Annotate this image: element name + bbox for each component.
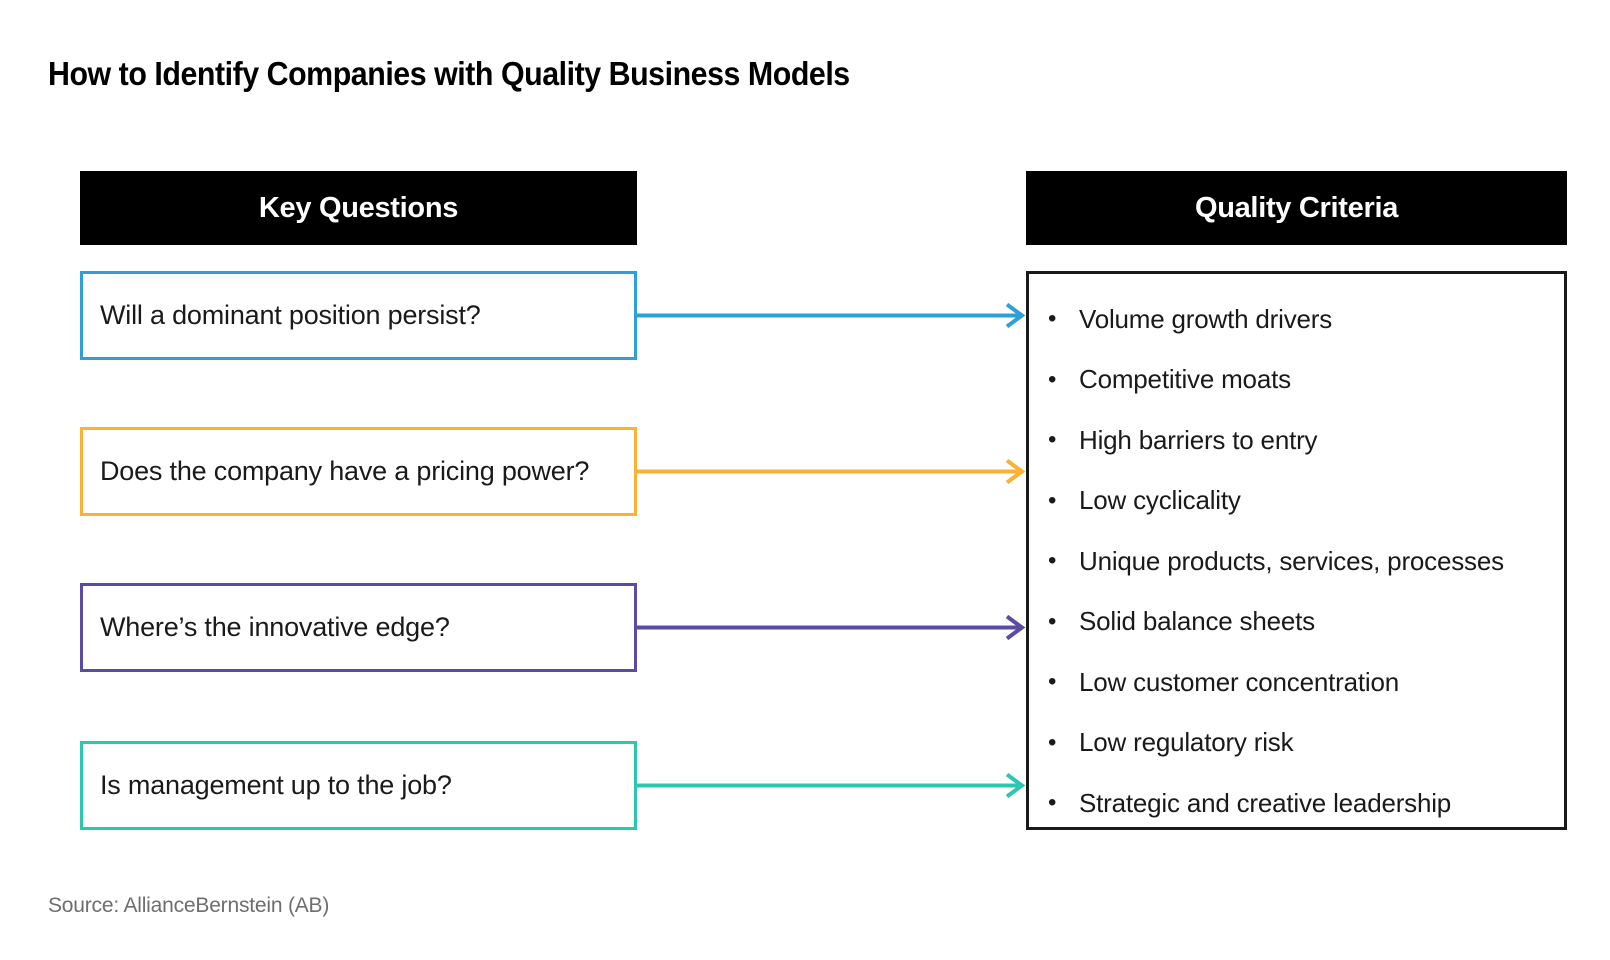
question-label: Is management up to the job? [100,770,452,800]
criteria-item: • Strategic and creative leadership [1048,773,1564,834]
bullet-icon: • [1048,365,1057,393]
arrow-q1-to-criteria [637,302,1026,329]
bullet-icon: • [1048,486,1057,514]
criteria-item: • Solid balance sheets [1048,592,1564,653]
criteria-label: High barriers to entry [1079,424,1318,455]
arrow-q3-to-criteria [637,614,1026,641]
question-box-pricing-power: Does the company have a pricing power? [80,427,637,516]
question-box-innovative-edge: Where’s the innovative edge? [80,583,637,672]
criteria-item: • Low customer concentration [1048,652,1564,713]
question-box-management: Is management up to the job? [80,741,637,830]
criteria-item: • Volume growth drivers [1048,289,1564,350]
criteria-label: Volume growth drivers [1079,303,1333,334]
page-title: How to Identify Companies with Quality B… [48,55,850,92]
quality-criteria-header: Quality Criteria [1026,171,1567,245]
criteria-label: Unique products, services, processes [1079,545,1504,576]
question-label: Where’s the innovative edge? [100,612,450,642]
criteria-item: • Competitive moats [1048,350,1564,411]
question-label: Will a dominant position persist? [100,300,481,330]
question-box-dominant-position: Will a dominant position persist? [80,271,637,360]
criteria-label: Low regulatory risk [1079,727,1294,758]
criteria-list: • Volume growth drivers • Competitive moat… [1029,274,1564,834]
arrow-q2-to-criteria [637,458,1026,485]
criteria-item: • High barriers to entry [1048,410,1564,471]
bullet-icon: • [1048,607,1057,635]
bullet-icon: • [1048,789,1057,817]
criteria-item: • Low regulatory risk [1048,713,1564,774]
criteria-label: Competitive moats [1079,364,1291,395]
criteria-item: • Low cyclicality [1048,471,1564,532]
criteria-label: Strategic and creative leadership [1079,787,1452,818]
key-questions-header-label: Key Questions [258,191,459,224]
bullet-icon: • [1048,668,1057,696]
key-questions-header: Key Questions [80,171,637,245]
bullet-icon: • [1048,426,1057,454]
question-label: Does the company have a pricing power? [100,456,590,486]
bullet-icon: • [1048,728,1057,756]
arrow-q4-to-criteria [637,772,1026,799]
bullet-icon: • [1048,547,1057,575]
quality-criteria-box: • Volume growth drivers • Competitive moat… [1026,271,1567,830]
criteria-label: Solid balance sheets [1079,606,1315,637]
criteria-item: • Unique products, services, processes [1048,531,1564,592]
quality-criteria-header-label: Quality Criteria [1194,191,1399,224]
criteria-label: Low cyclicality [1079,485,1241,516]
bullet-icon: • [1048,305,1057,333]
criteria-label: Low customer concentration [1079,666,1399,697]
source-note: Source: AllianceBernstein (AB) [48,894,330,917]
